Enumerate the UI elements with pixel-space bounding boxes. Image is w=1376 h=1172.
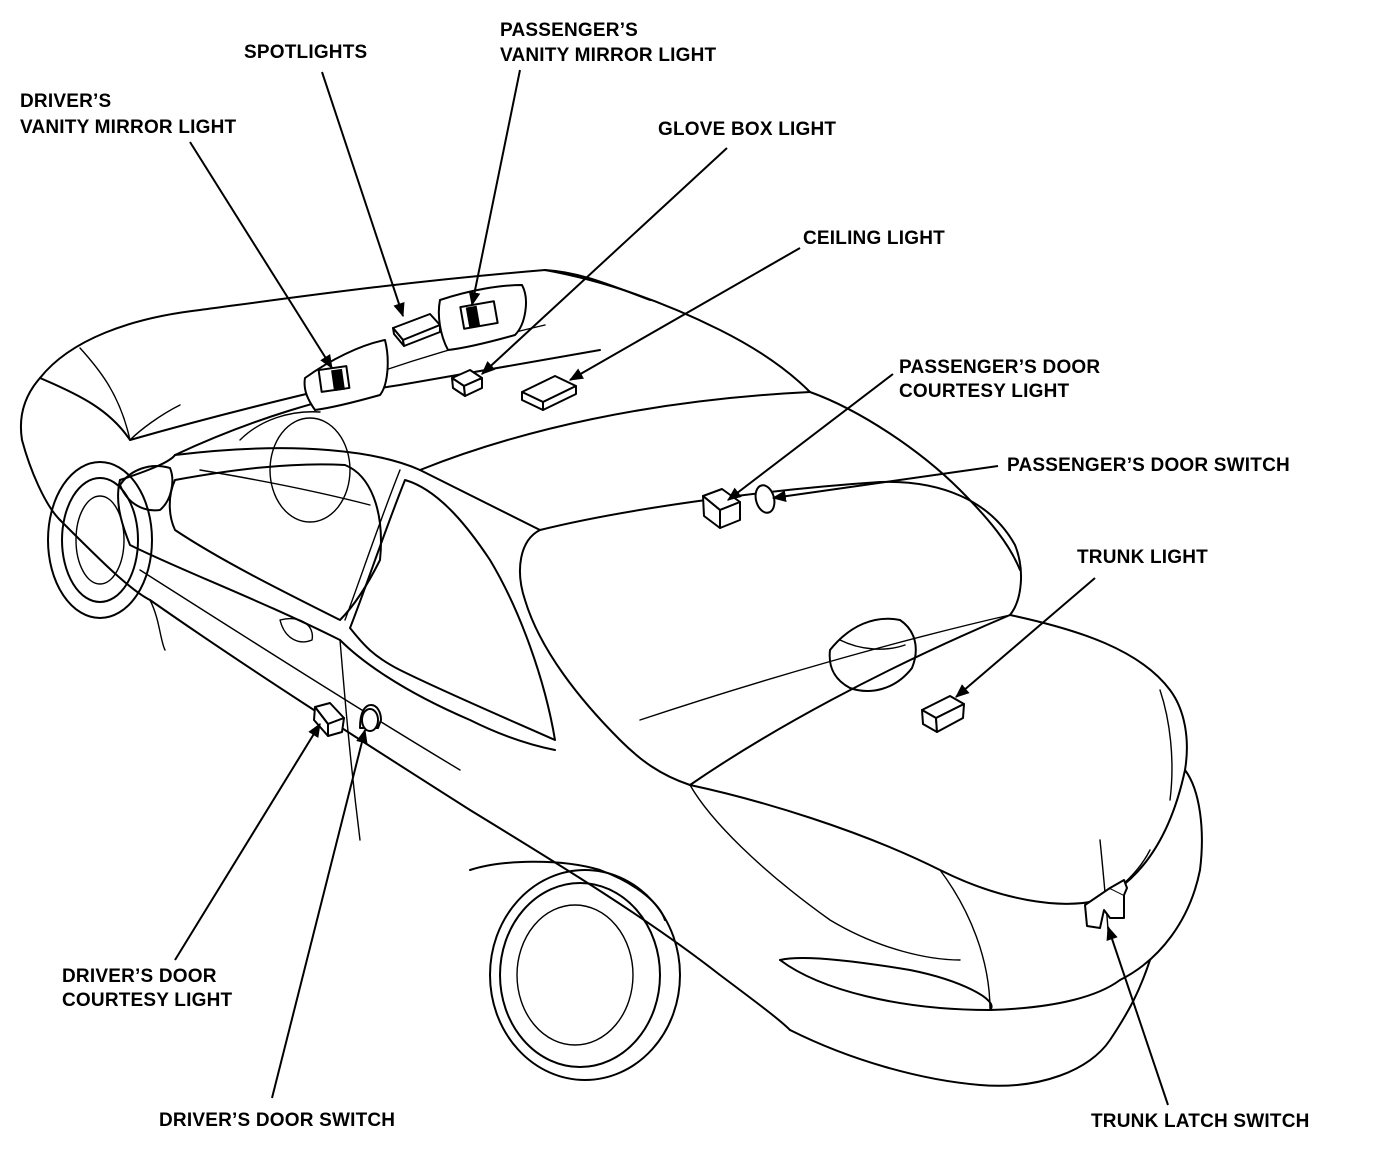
leader-driver-vanity — [189, 141, 333, 369]
leader-driver-courtesy — [174, 723, 321, 961]
label-passenger-vanity-line1: PASSENGER’S — [500, 20, 638, 41]
label-glove-box-light: GLOVE BOX LIGHT — [658, 119, 836, 140]
label-ceiling-light: CEILING LIGHT — [803, 228, 945, 249]
leader-ceiling — [568, 247, 801, 381]
label-passenger-courtesy-line1: PASSENGER’S DOOR — [899, 357, 1100, 378]
label-trunk-latch-switch: TRUNK LATCH SWITCH — [1091, 1111, 1310, 1132]
label-passenger-vanity-line2: VANITY MIRROR LIGHT — [500, 45, 717, 66]
passenger-vanity-mirror-light-icon — [437, 284, 527, 351]
driver-door-courtesy-light-icon — [313, 702, 345, 737]
spotlights-icon — [392, 313, 441, 347]
label-driver-courtesy-line1: DRIVER’S DOOR — [62, 966, 217, 987]
trunk-light-icon — [921, 695, 965, 733]
leader-passenger-vanity — [468, 69, 521, 307]
car-body — [19, 269, 1203, 1087]
leader-trunk-latch — [1106, 925, 1169, 1106]
label-driver-door-switch: DRIVER’S DOOR SWITCH — [159, 1110, 395, 1131]
label-trunk-light: TRUNK LIGHT — [1077, 547, 1208, 568]
label-driver-vanity-line1: DRIVER’S — [20, 91, 111, 112]
label-driver-vanity-line2: VANITY MIRROR LIGHT — [20, 117, 237, 138]
passenger-door-courtesy-light-icon — [702, 488, 741, 529]
driver-door-switch-icon — [359, 704, 382, 732]
driver-vanity-mirror-light-icon — [303, 339, 389, 411]
leader-driver-switch — [271, 728, 368, 1099]
trunk-latch-switch-icon — [1084, 879, 1128, 929]
label-driver-courtesy-line2: COURTESY LIGHT — [62, 990, 232, 1011]
label-passenger-courtesy-line2: COURTESY LIGHT — [899, 381, 1069, 402]
passenger-door-switch-icon — [754, 484, 776, 514]
leader-lines — [174, 69, 1169, 1106]
label-spotlights: SPOTLIGHTS — [244, 42, 367, 63]
ceiling-light-icon — [521, 375, 577, 411]
glove-box-light-icon — [451, 369, 483, 397]
label-passenger-door-switch: PASSENGER’S DOOR SWITCH — [1007, 455, 1290, 476]
leader-trunk-light — [955, 577, 1096, 698]
leader-passenger-courtesy — [727, 373, 894, 501]
callout-labels: SPOTLIGHTS PASSENGER’S VANITY MIRROR LIG… — [20, 20, 1310, 1132]
leader-spotlights — [321, 71, 405, 318]
leader-glove-box — [481, 147, 728, 375]
leader-passenger-switch — [771, 465, 999, 502]
